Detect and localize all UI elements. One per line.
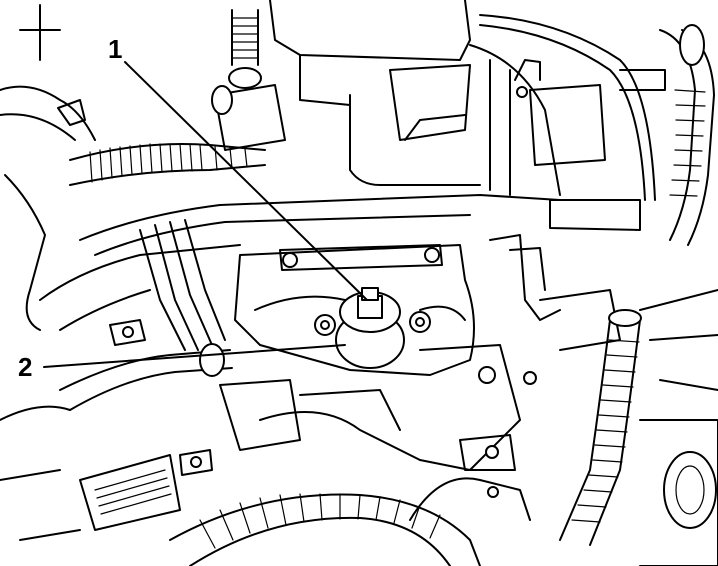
bottom-right-housing: [639, 419, 718, 566]
leader-line-1: [124, 61, 368, 301]
leader-lines: [43, 61, 368, 368]
solenoid-valve: [314, 287, 431, 369]
lower-left-bracket: [0, 449, 213, 541]
pipe-bundle-top-right: [469, 14, 656, 201]
corrugated-hose-top: [211, 9, 286, 151]
leader-line-2: [43, 344, 346, 368]
top-panel: [269, 0, 481, 186]
fuel-lines: [39, 194, 641, 351]
lower-components: [219, 344, 537, 521]
corrugated-hose-left: [69, 143, 266, 186]
right-bracket: [489, 234, 718, 391]
callout-2: 2: [18, 352, 32, 382]
corrugated-hose-right: [619, 24, 715, 246]
callout-1: 1: [108, 34, 122, 64]
corrugated-hose-right-lower: [559, 309, 642, 546]
bottom-corrugated-hoses: [169, 477, 481, 566]
left-connector: [0, 319, 233, 421]
top-left-hoses: [0, 4, 96, 331]
